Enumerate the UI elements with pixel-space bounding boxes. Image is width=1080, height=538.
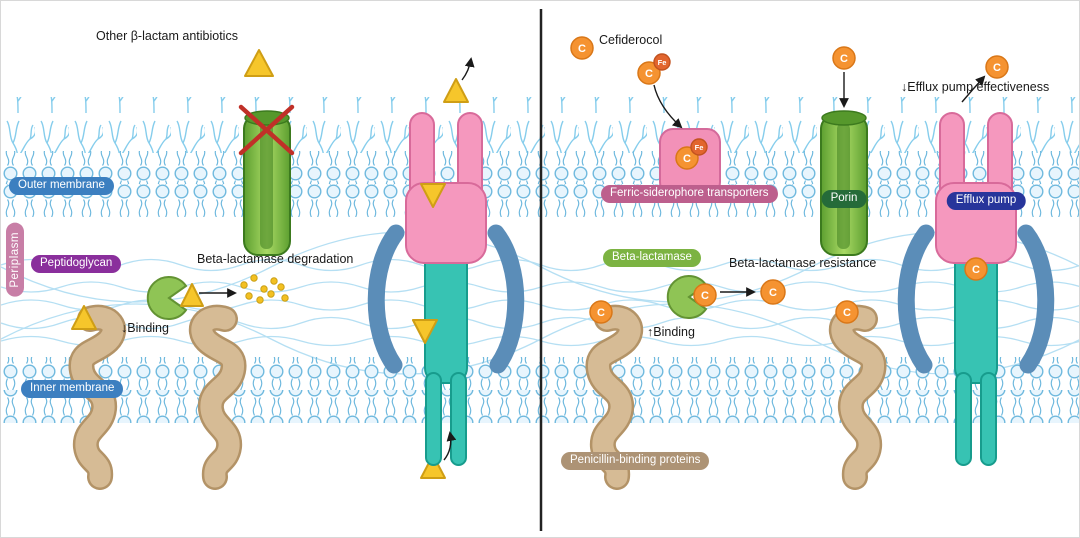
c-molecule: C xyxy=(985,55,1009,79)
triangle-beta-lactam xyxy=(443,78,469,103)
c-molecule: C xyxy=(835,300,859,324)
triangle-beta-lactam xyxy=(180,283,204,307)
svg-text:C: C xyxy=(701,290,709,302)
beta-lactamase-degradation-label: Beta-lactamase degradation xyxy=(197,252,354,266)
inner-membrane-label: Inner membrane xyxy=(21,380,124,398)
svg-text:C: C xyxy=(597,307,605,319)
blocked-porin xyxy=(238,104,295,256)
outer-membrane-label: Outer membrane xyxy=(9,177,114,195)
beta-lactamase-resistance-label: Beta-lactamase resistance xyxy=(729,256,877,270)
arrow-expelled-up xyxy=(461,57,475,81)
ferric-siderophore-label: Ferric-siderophore transporters xyxy=(601,185,778,203)
flow-arrows xyxy=(199,57,986,461)
efflux-effectiveness-label: ↓Efflux pump effectiveness xyxy=(901,80,1050,94)
triangle-beta-lactam xyxy=(71,305,97,330)
efflux-pump-label: Efflux pump xyxy=(946,192,1026,210)
beta-lactamase-label: Beta-lactamase xyxy=(603,249,701,267)
triangles-in-pump xyxy=(412,183,446,344)
svg-text:C: C xyxy=(972,264,980,276)
blocked-x-icon xyxy=(238,104,295,156)
cefiderocol-molecules: C C Fe C Fe C C C C C C C xyxy=(570,36,1009,324)
svg-text:Fe: Fe xyxy=(658,58,667,67)
c-molecule: C xyxy=(570,36,594,60)
fe-molecule: Fe xyxy=(653,53,671,71)
c-molecule: C xyxy=(832,46,856,70)
binding-up-label: ↑Binding xyxy=(647,325,695,339)
svg-text:Fe: Fe xyxy=(695,143,704,152)
svg-text:C: C xyxy=(645,68,653,80)
arrow-reduced-efflux xyxy=(961,75,986,103)
pbp-label: Penicillin-binding proteins xyxy=(561,452,710,470)
triangle-beta-lactam xyxy=(420,454,446,479)
peptidoglycan-label: Peptidoglycan xyxy=(31,255,122,273)
triangle-beta-lactam xyxy=(244,49,274,77)
porin-label: Porin xyxy=(821,190,867,208)
svg-text:C: C xyxy=(769,287,777,299)
fe-molecule: Fe xyxy=(690,138,708,156)
porin-right xyxy=(820,110,868,256)
c-molecule: C xyxy=(964,257,988,281)
arrow-cefiderocol-to-transporter xyxy=(653,84,683,129)
other-beta-lactam-label: Other β-lactam antibiotics xyxy=(96,29,238,43)
arrow-entering-pump xyxy=(443,431,457,461)
c-molecule: C xyxy=(693,283,717,307)
svg-text:C: C xyxy=(683,153,691,165)
svg-text:C: C xyxy=(578,43,586,55)
svg-text:C: C xyxy=(993,62,1001,74)
beta-lactamase-enzyme-left xyxy=(146,276,188,320)
svg-text:C: C xyxy=(840,53,848,65)
binding-down-label: ↓Binding xyxy=(121,321,169,335)
c-molecule: C xyxy=(589,300,613,324)
periplasm-label: Periplasm xyxy=(6,223,24,297)
c-molecule: C xyxy=(637,61,661,85)
degraded-fragments xyxy=(240,274,289,304)
c-molecule: C xyxy=(760,279,786,305)
svg-text:C: C xyxy=(843,307,851,319)
cefiderocol-label: Cefiderocol xyxy=(599,33,663,47)
beta-lactamase-enzyme-right xyxy=(666,275,708,319)
